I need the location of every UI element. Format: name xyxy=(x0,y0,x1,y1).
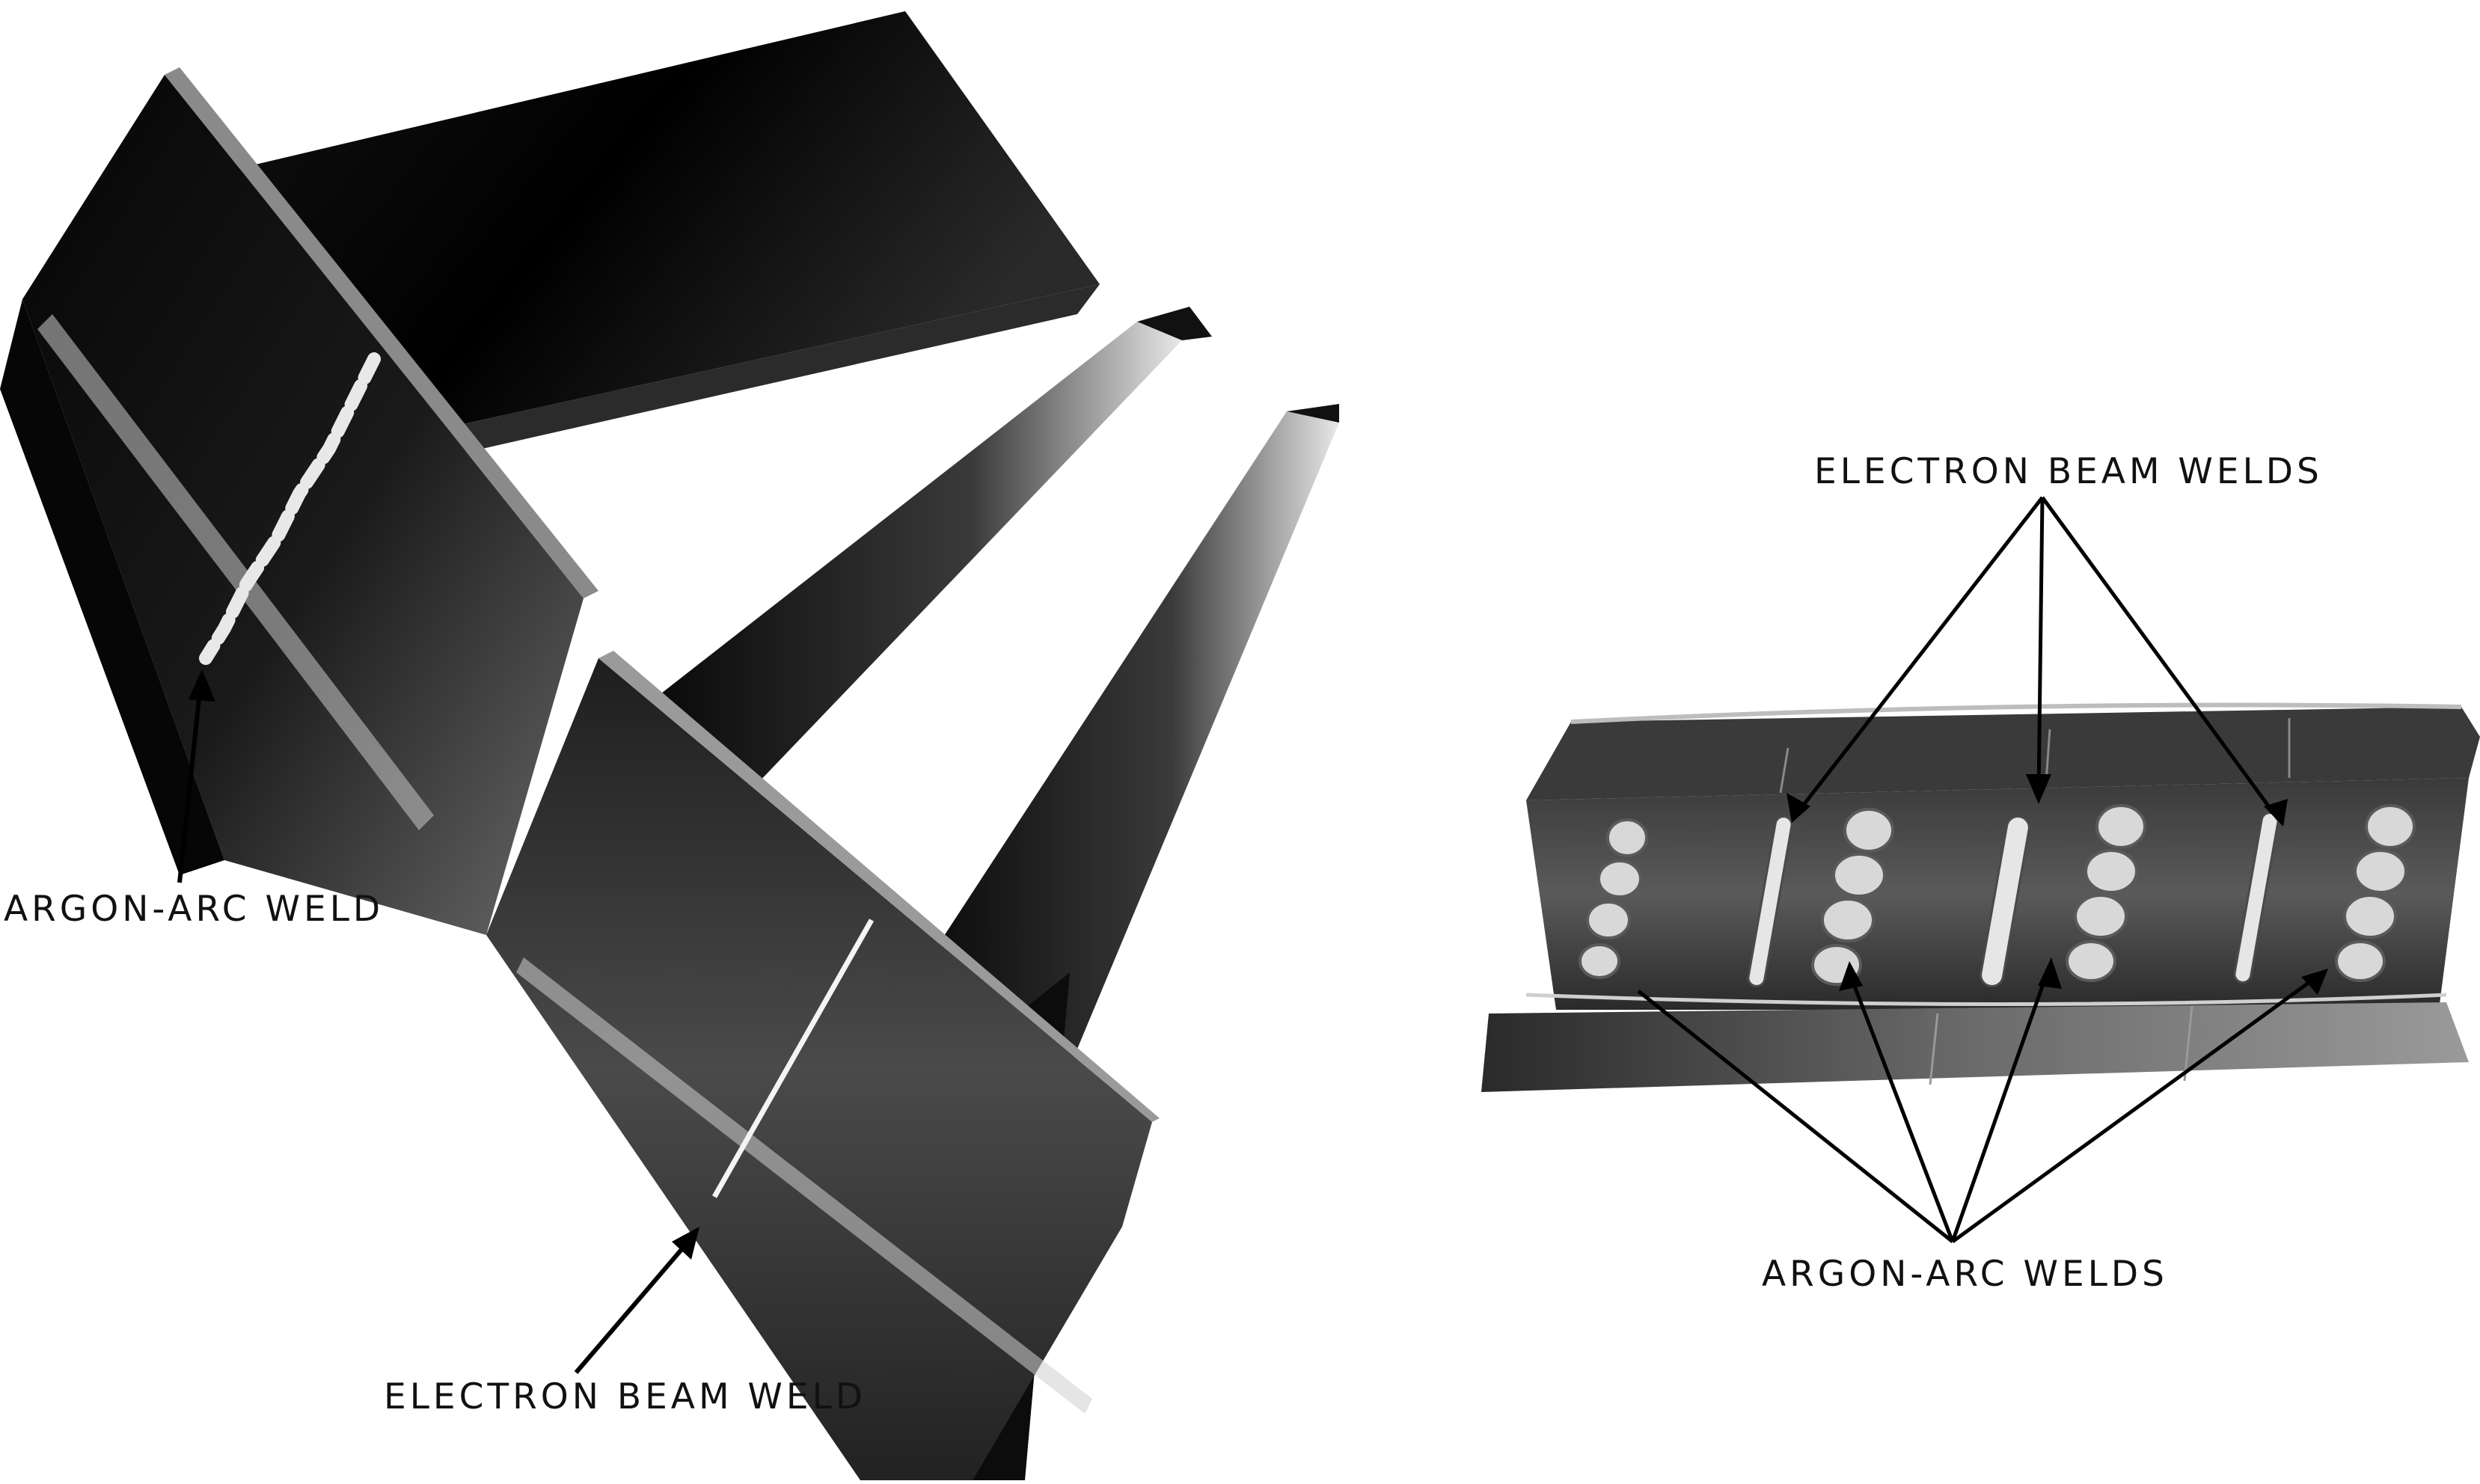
vane-assembly-photo xyxy=(0,11,1339,1480)
argon-arc-welds-label: ARGON-ARC WELDS xyxy=(1762,1254,2168,1295)
electron-beam-welds-label: ELECTRON BEAM WELDS xyxy=(1814,451,2323,492)
argon-arc-weld-label: ARGON-ARC WELD xyxy=(4,889,385,930)
ring-segment-photo xyxy=(1481,496,2480,1244)
electron-beam-weld-label: ELECTRON BEAM WELD xyxy=(384,1376,866,1417)
